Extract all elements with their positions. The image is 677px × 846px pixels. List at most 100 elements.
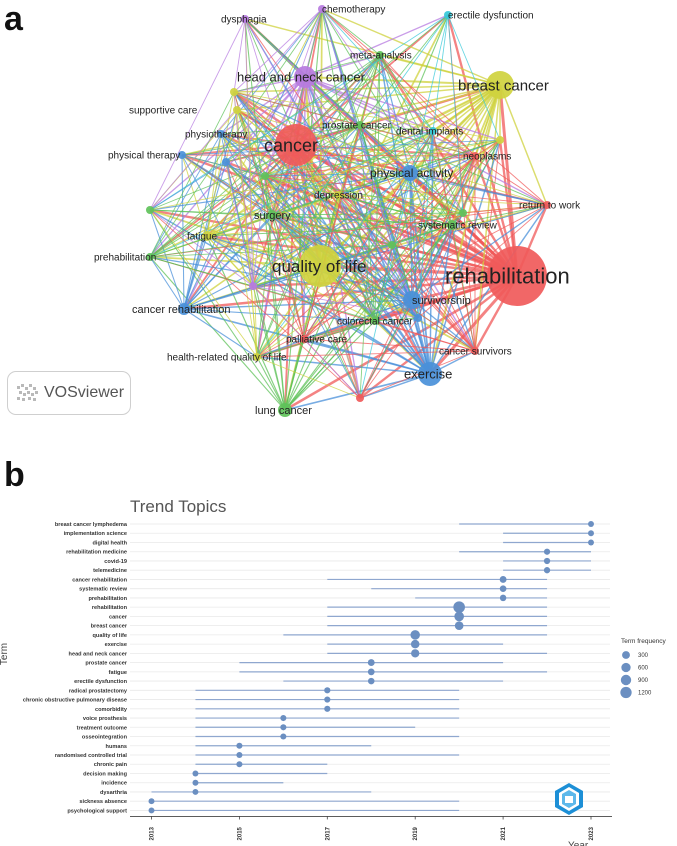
node-exercise — [418, 362, 442, 386]
network-edge — [411, 204, 548, 301]
network-edge — [359, 14, 449, 399]
network-edge — [149, 14, 449, 211]
node-label: dysphagia — [221, 15, 267, 26]
term-label: prehabilitation — [88, 596, 127, 602]
network-edge — [321, 8, 376, 322]
network-edge — [236, 109, 464, 214]
network-edge — [183, 308, 376, 322]
network-edge — [447, 14, 464, 214]
term-label: digital health — [93, 540, 128, 546]
trend-point — [411, 649, 420, 658]
network-edge — [429, 224, 453, 375]
network-edge — [244, 18, 361, 399]
network-edge — [359, 224, 453, 399]
network-edge — [256, 299, 413, 358]
term-label: psychological support — [67, 808, 127, 814]
legend-value: 1200 — [638, 691, 652, 697]
term-label: systematic review — [79, 587, 128, 593]
network-edge — [220, 133, 339, 196]
network-edge — [374, 244, 393, 322]
network-edge — [233, 91, 464, 214]
trend-point — [543, 557, 551, 565]
network-node — [414, 314, 422, 322]
term-label: comorbidity — [95, 707, 128, 713]
term-label: humans — [106, 744, 127, 750]
network-edge — [256, 356, 361, 399]
node-supportive-care — [233, 106, 241, 114]
term-label: implementation science — [64, 531, 127, 537]
network-edge — [233, 91, 501, 141]
network-edges — [149, 8, 549, 412]
network-edge — [391, 155, 476, 246]
trend-point — [192, 779, 199, 786]
network-edge — [233, 8, 323, 93]
network-edge — [409, 172, 476, 352]
network-edge — [359, 124, 476, 352]
legend-title: Term frequency — [621, 638, 667, 645]
trend-point — [543, 567, 551, 574]
trend-point — [192, 788, 199, 795]
node-cancer-survivors — [471, 347, 479, 355]
node-label: depression — [314, 191, 363, 202]
term-label: decision making — [83, 771, 127, 777]
network-edge — [206, 235, 254, 287]
trend-gridlines — [130, 523, 610, 811]
trend-point — [280, 715, 287, 722]
network-edge — [256, 356, 431, 375]
network-edge — [252, 175, 266, 287]
network-edge — [264, 139, 501, 177]
network-edge — [206, 235, 376, 322]
network-edge — [149, 209, 254, 287]
trend-points — [148, 521, 594, 814]
network-edge — [149, 256, 254, 287]
legend-value: 300 — [638, 653, 649, 659]
network-edge — [149, 209, 185, 310]
network-edge — [256, 350, 476, 358]
node-label: return to work — [519, 201, 581, 212]
node-systematic-review — [447, 220, 457, 230]
trend-topics-title: Trend Topics — [130, 497, 227, 516]
trend-range-lines — [151, 523, 591, 812]
x-tick-label: 2015 — [237, 826, 243, 840]
term-label: quality of life — [93, 633, 128, 639]
legend-dot — [621, 662, 631, 673]
network-edge — [149, 54, 381, 258]
trend-point — [324, 705, 331, 712]
network-edge — [321, 8, 501, 86]
network-edge — [225, 161, 254, 287]
node-neoplasms — [471, 152, 479, 160]
network-edge — [264, 130, 434, 177]
network-edge — [303, 338, 431, 375]
network-edge — [359, 124, 393, 246]
node-lung-cancer — [278, 403, 292, 417]
network-edge — [149, 175, 266, 258]
network-edge — [432, 14, 449, 132]
node-depression — [334, 191, 342, 199]
network-edge — [149, 8, 323, 258]
network-edge — [149, 18, 246, 211]
term-label: breast cancer lymphedema — [55, 522, 128, 528]
network-node — [222, 158, 230, 166]
node-label: prostate cancer — [322, 121, 392, 132]
node-physiotherapy — [217, 130, 225, 138]
network-edge — [409, 172, 464, 214]
network-edge — [149, 139, 501, 211]
node-label: neoplasms — [463, 152, 511, 163]
term-label: rehabilitation — [92, 605, 128, 611]
network-edge — [181, 154, 419, 319]
network-edge — [264, 175, 419, 319]
network-edge — [264, 175, 361, 399]
node-physical-therapy — [178, 151, 186, 159]
node-label: colorectal cancer — [337, 317, 413, 328]
network-edge — [233, 91, 476, 157]
node-label: palliative care — [286, 335, 348, 346]
term-label: cancer rehabilitation — [72, 577, 127, 583]
legend-value: 600 — [638, 666, 649, 672]
node-label: physical activity — [370, 166, 453, 180]
network-edge — [264, 175, 548, 206]
trend-point — [543, 548, 551, 555]
trend-point — [148, 798, 155, 805]
network-edge — [474, 139, 501, 352]
network-edge — [429, 130, 434, 375]
